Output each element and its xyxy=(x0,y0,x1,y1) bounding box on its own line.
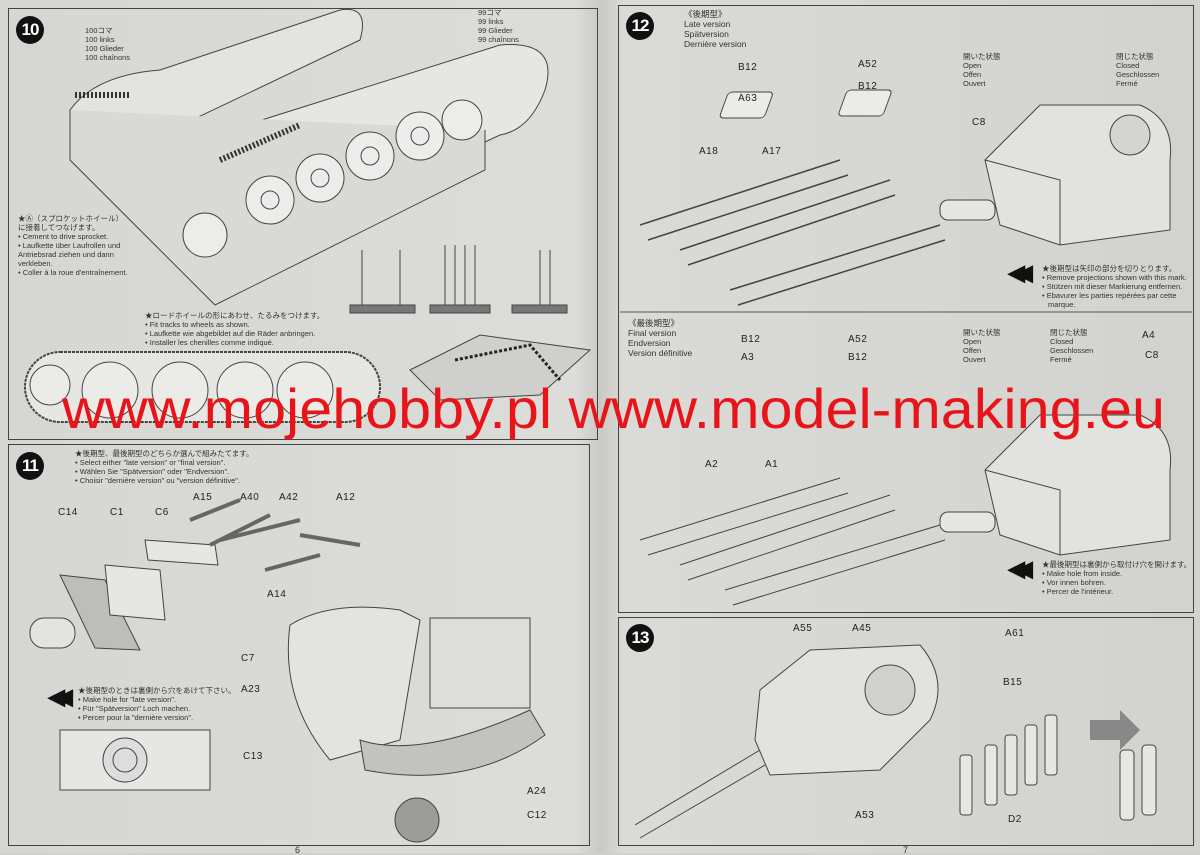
part-label: A15 xyxy=(193,492,213,503)
step-11-number: 11 xyxy=(16,452,44,480)
part-label: C7 xyxy=(241,653,255,664)
part-label: A52 xyxy=(858,59,878,70)
step-11-panel xyxy=(8,444,590,846)
part-label: B12 xyxy=(848,352,868,363)
step-10-number: 10 xyxy=(16,16,44,44)
part-label: A1 xyxy=(765,459,779,470)
part-label: C12 xyxy=(527,810,547,821)
part-label: A12 xyxy=(336,492,356,503)
part-label: A55 xyxy=(793,623,813,634)
page-number-right: 7 xyxy=(903,845,909,855)
part-label: A63 xyxy=(738,93,758,104)
part-label: A45 xyxy=(852,623,872,634)
note-sprocket: ★Ⓐ（スプロケットホイール）に接着してつなげます。• Cement to dri… xyxy=(18,214,128,277)
part-label: B15 xyxy=(1003,677,1023,688)
part-label: A2 xyxy=(705,459,719,470)
gun-barrel-drawings xyxy=(639,89,946,606)
part-label: A14 xyxy=(267,589,287,600)
part-label: C13 xyxy=(243,751,263,762)
part-label: A42 xyxy=(279,492,299,503)
part-label: A23 xyxy=(241,684,261,695)
part-label: A52 xyxy=(848,334,868,345)
part-label: C14 xyxy=(58,507,78,518)
part-label: A40 xyxy=(240,492,260,503)
part-label: A61 xyxy=(1005,628,1025,639)
hole-mark-icon: ◀◀ xyxy=(1008,556,1033,581)
page-number-left: 6 xyxy=(295,845,301,855)
part-label: B12 xyxy=(738,62,758,73)
note-make-hole: ★最後期型は裏側から取付け穴を開けます。• Make hole from ins… xyxy=(1042,560,1192,596)
part-label: D2 xyxy=(1008,814,1022,825)
part-label: A24 xyxy=(527,786,547,797)
note-fit-tracks: ★ロードホイールの形にあわせ、たるみをつけます。• Fit tracks to … xyxy=(145,311,325,347)
note-late-version-hole: ★後期型のときは裏側から穴をあけて下さい。• Make hole for "la… xyxy=(78,686,236,722)
part-label: C1 xyxy=(110,507,124,518)
part-label: A3 xyxy=(741,352,755,363)
part-label: B12 xyxy=(858,81,878,92)
note-remove-projections: ★後期型は矢印の部分を切りとります。• Remove projections s… xyxy=(1042,264,1187,309)
part-label: C8 xyxy=(972,117,986,128)
step-11-header: ★後期型、最後期型のどちらか選んで組みたてます。• Select either … xyxy=(75,449,254,485)
remove-mark-icon: ◀◀ xyxy=(1008,260,1033,285)
step-13-panel xyxy=(618,617,1194,846)
part-label: A18 xyxy=(699,146,719,157)
track-assembly-drawing xyxy=(24,8,592,423)
step-12-panel xyxy=(618,5,1194,613)
gun-mantlet-drawing xyxy=(29,498,546,843)
turret-drawings xyxy=(634,104,1172,839)
part-label: C8 xyxy=(1145,350,1159,361)
step-13-number: 13 xyxy=(626,624,654,652)
part-label: B12 xyxy=(741,334,761,345)
part-label: C6 xyxy=(155,507,169,518)
part-label: A4 xyxy=(1142,330,1156,341)
remove-mark-icon: ◀◀ xyxy=(48,684,73,709)
step-10-panel xyxy=(8,8,598,440)
step-12-number: 12 xyxy=(626,12,654,40)
part-label: A17 xyxy=(762,146,782,157)
part-label: A53 xyxy=(855,810,875,821)
